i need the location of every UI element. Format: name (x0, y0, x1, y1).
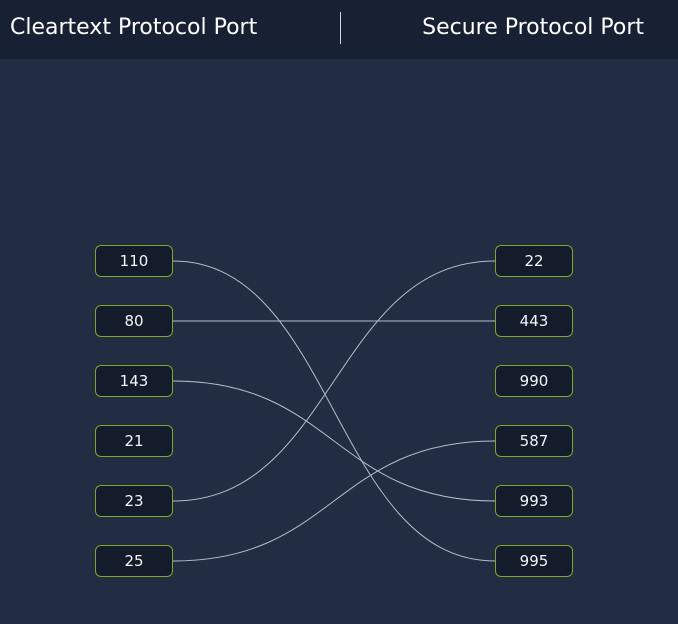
header-divider (340, 12, 341, 44)
connection-lines (172, 260, 496, 562)
cleartext-column-title: Cleartext Protocol Port (10, 15, 258, 40)
connection-25-to-587 (172, 440, 496, 562)
connection-110-to-995 (172, 260, 496, 562)
connection-23-to-22 (172, 260, 496, 502)
header-bar: Cleartext Protocol Port Secure Protocol … (0, 0, 678, 59)
secure-port-587[interactable]: 587 (495, 425, 573, 457)
cleartext-port-110[interactable]: 110 (95, 245, 173, 277)
secure-column-title: Secure Protocol Port (422, 15, 644, 40)
secure-port-993[interactable]: 993 (495, 485, 573, 517)
matching-board: 110 80 143 21 23 25 22 443 990 587 993 9… (0, 59, 678, 624)
secure-port-995[interactable]: 995 (495, 545, 573, 577)
connection-143-to-993 (172, 380, 496, 502)
cleartext-port-25[interactable]: 25 (95, 545, 173, 577)
cleartext-port-80[interactable]: 80 (95, 305, 173, 337)
cleartext-port-23[interactable]: 23 (95, 485, 173, 517)
cleartext-port-143[interactable]: 143 (95, 365, 173, 397)
secure-port-443[interactable]: 443 (495, 305, 573, 337)
cleartext-port-21[interactable]: 21 (95, 425, 173, 457)
secure-port-22[interactable]: 22 (495, 245, 573, 277)
secure-port-990[interactable]: 990 (495, 365, 573, 397)
